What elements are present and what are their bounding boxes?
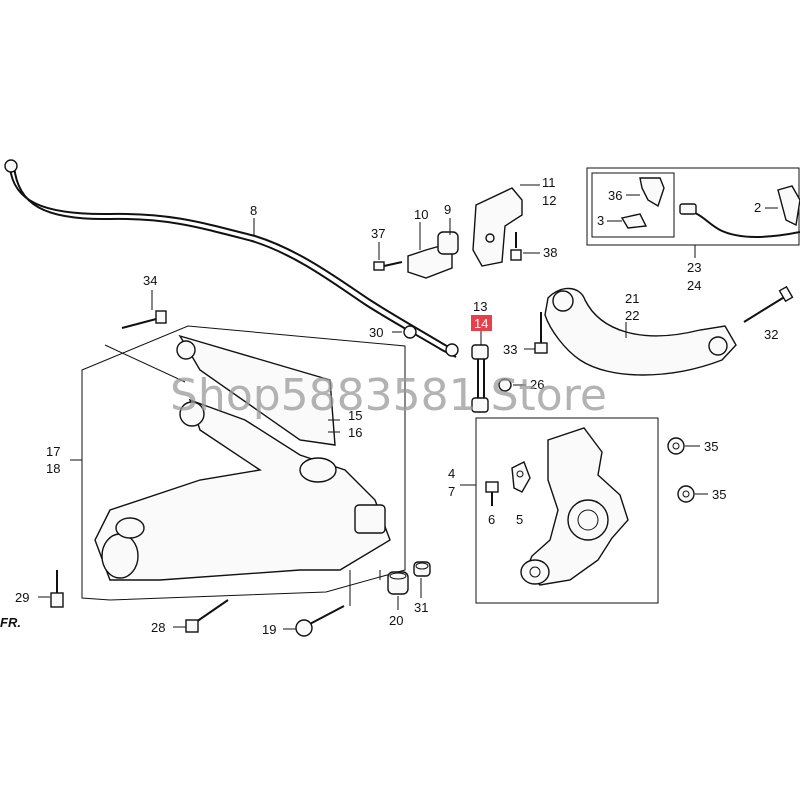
label-38: 38 [543, 245, 557, 260]
part-labels: 8 11 12 9 10 37 38 36 3 2 23 24 21 22 32… [0, 175, 778, 637]
label-15: 15 [348, 408, 362, 423]
knuckle [520, 427, 629, 586]
label-35b: 35 [712, 487, 726, 502]
label-37: 37 [371, 226, 385, 241]
bracket-5 [511, 461, 531, 493]
label-6: 6 [488, 512, 495, 527]
bolt-28 [185, 599, 229, 633]
label-30: 30 [369, 325, 383, 340]
watermark: Shop5883581 Store [170, 370, 607, 421]
bushing-20 [387, 571, 409, 595]
bolt-29 [50, 570, 64, 608]
label-35a: 35 [704, 439, 718, 454]
label-24: 24 [687, 278, 701, 293]
nut-35b [677, 485, 695, 503]
stabilizer-bracket [472, 187, 523, 267]
label-32: 32 [764, 327, 778, 342]
label-9: 9 [444, 202, 451, 217]
bolt-32 [743, 285, 794, 323]
bolt-38 [510, 232, 522, 261]
label-19: 19 [262, 622, 276, 637]
label-21: 21 [625, 291, 639, 306]
stabilizer-bar [4, 159, 459, 358]
bolt-19 [295, 605, 345, 637]
label-16: 16 [348, 425, 362, 440]
label-13: 13 [473, 299, 487, 314]
nut-26 [498, 378, 512, 392]
label-12: 12 [542, 193, 556, 208]
label-31: 31 [414, 600, 428, 615]
label-23: 23 [687, 260, 701, 275]
nut-30 [403, 325, 417, 339]
label-5: 5 [516, 512, 523, 527]
label-4: 4 [448, 466, 455, 481]
label-11: 11 [542, 175, 556, 190]
lower-arm-a [176, 334, 336, 446]
stabilizer-link [471, 344, 489, 413]
label-fr: FR. [0, 615, 21, 630]
label-29: 29 [15, 590, 29, 605]
label-34: 34 [143, 273, 157, 288]
knuckle-box [475, 417, 659, 604]
label-2: 2 [754, 200, 761, 215]
label-10: 10 [414, 207, 428, 222]
label-14: 14 [474, 316, 488, 331]
label-22: 22 [625, 308, 639, 323]
highlighted-part-14: 14 [471, 315, 492, 331]
label-17: 17 [46, 444, 60, 459]
bolt-33 [534, 312, 548, 354]
label-8: 8 [250, 203, 257, 218]
bolt-6 [485, 481, 499, 506]
label-18: 18 [46, 461, 60, 476]
upper-arm [544, 287, 737, 376]
label-20: 20 [389, 613, 403, 628]
bolt-34 [121, 310, 167, 329]
lower-arm-box [81, 325, 406, 601]
nut-35a [667, 437, 685, 455]
label-7: 7 [448, 484, 455, 499]
bushing-31 [413, 561, 431, 577]
label-26: 26 [530, 377, 544, 392]
bolt-37 [373, 261, 403, 271]
sensor-box [586, 167, 800, 246]
label-3: 3 [597, 213, 604, 228]
label-36: 36 [608, 188, 622, 203]
stabilizer-holder [407, 231, 459, 279]
lower-arm-b [94, 398, 391, 581]
label-28: 28 [151, 620, 165, 635]
label-33: 33 [503, 342, 517, 357]
